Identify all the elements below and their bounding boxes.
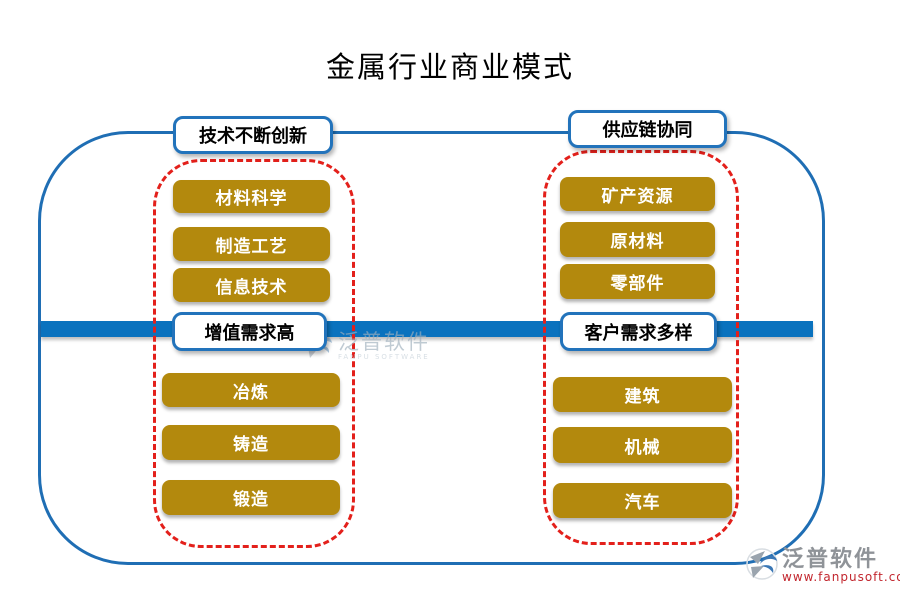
- footer-brand-logo: 泛普软件 www.fanpusoft.com: [746, 547, 900, 584]
- tech-innovation-label: 技术不断创新: [173, 116, 333, 154]
- value-demand-label: 增值需求高: [172, 312, 327, 351]
- fanpu-logo-icon: [746, 547, 778, 581]
- material-science-node: 材料科学: [173, 180, 330, 213]
- watermark-brand: 泛普软件: [338, 330, 430, 354]
- construction-node: 建筑: [553, 377, 732, 412]
- raw-materials-node: 原材料: [560, 222, 715, 257]
- supply-chain-label: 供应链协同: [568, 110, 727, 148]
- outer-rounded-frame: [38, 131, 825, 565]
- components-node: 零部件: [560, 264, 715, 299]
- information-technology-node: 信息技术: [173, 268, 330, 302]
- machinery-node: 机械: [553, 427, 732, 463]
- customer-demand-label: 客户需求多样: [560, 312, 717, 351]
- watermark-subtitle: FANPU SOFTWARE: [338, 353, 430, 361]
- left-dashed-group: [153, 159, 355, 548]
- manufacturing-process-node: 制造工艺: [173, 227, 330, 261]
- footer-brand: 泛普软件: [782, 546, 879, 572]
- smelting-node: 冶炼: [162, 373, 340, 407]
- footer-url: www.fanpusoft.com: [782, 570, 900, 584]
- right-dashed-group: [543, 150, 739, 545]
- forging-node: 锻造: [162, 480, 340, 515]
- casting-node: 铸造: [162, 425, 340, 460]
- footer-text: 泛普软件 www.fanpusoft.com: [782, 547, 900, 584]
- watermark-text: 泛普软件 FANPU SOFTWARE: [338, 331, 430, 361]
- mineral-resources-node: 矿产资源: [560, 177, 715, 211]
- automobile-node: 汽车: [553, 483, 732, 518]
- page-title: 金属行业商业模式: [325, 50, 574, 84]
